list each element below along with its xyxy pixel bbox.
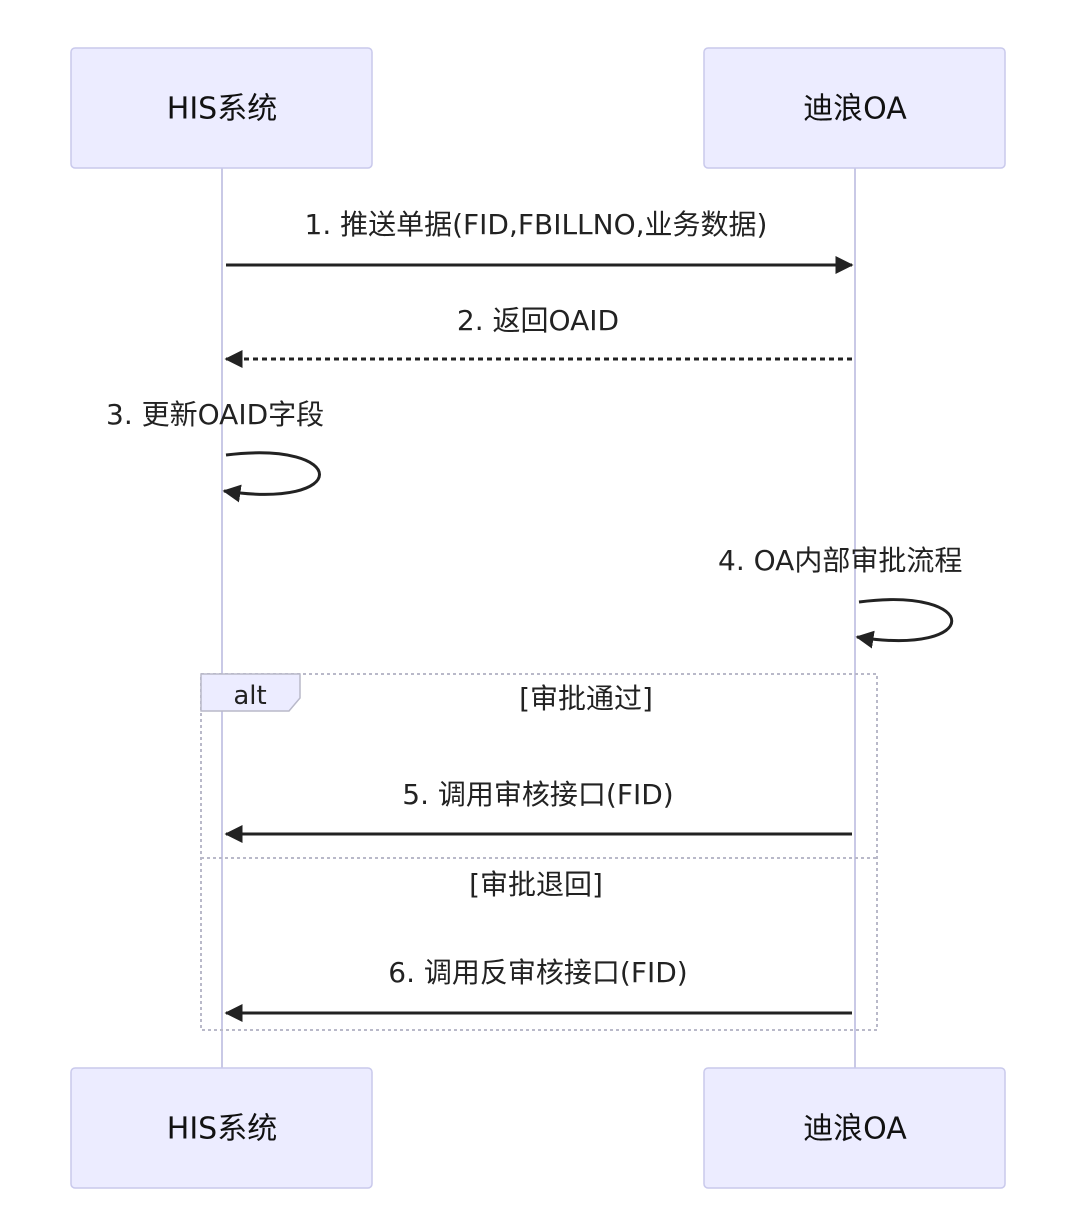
actor-label: HIS系统 [167, 1112, 277, 1147]
alt-condition-returned: [审批退回] [469, 868, 603, 901]
alt-condition-approved: [审批通过] [519, 682, 653, 715]
message-1-label: 1. 推送单据(FID,FBILLNO,业务数据) [305, 208, 768, 241]
actor-oa-bottom: 迪浪OA [703, 1067, 1006, 1189]
alt-frame [200, 673, 878, 1031]
actor-label: 迪浪OA [803, 92, 907, 127]
message-5-label: 5. 调用审核接口(FID) [402, 778, 673, 811]
alt-label: alt [233, 681, 266, 711]
message-2-label: 2. 返回OAID [457, 304, 619, 337]
message-6: 6. 调用反审核接口(FID) [224, 956, 852, 1022]
actor-oa-top: 迪浪OA [703, 47, 1006, 169]
actor-his-bottom: HIS系统 [70, 1067, 373, 1189]
message-6-label: 6. 调用反审核接口(FID) [388, 956, 687, 989]
message-2: 2. 返回OAID [224, 304, 852, 368]
message-4-label: 4. OA内部审批流程 [718, 544, 962, 577]
message-4-arrow [855, 598, 954, 649]
actor-label: HIS系统 [167, 92, 277, 127]
alt-block: alt [审批通过] [审批退回] [200, 673, 878, 1031]
message-4: 4. OA内部审批流程 [718, 544, 962, 649]
message-3: 3. 更新OAID字段 [106, 398, 324, 503]
message-1: 1. 推送单据(FID,FBILLNO,业务数据) [226, 208, 854, 274]
message-5: 5. 调用审核接口(FID) [224, 778, 852, 843]
message-3-arrow [222, 451, 321, 503]
actor-his-top: HIS系统 [70, 47, 373, 169]
message-3-label: 3. 更新OAID字段 [106, 398, 324, 431]
actor-label: 迪浪OA [803, 1112, 907, 1147]
alt-tab [200, 673, 301, 712]
